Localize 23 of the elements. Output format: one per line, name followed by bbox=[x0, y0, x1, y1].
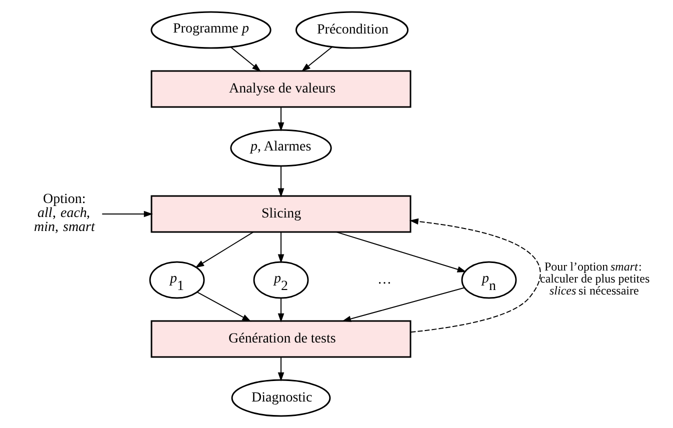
arrow bbox=[102, 210, 153, 218]
arrow bbox=[278, 356, 284, 382]
arrow bbox=[230, 46, 262, 72]
node-ellipse: Précondition bbox=[295, 11, 409, 49]
arrow bbox=[278, 106, 284, 132]
arrow bbox=[336, 232, 466, 272]
node-box: Analyse de valeurs bbox=[150, 70, 412, 108]
node-box: Slicing bbox=[150, 195, 412, 233]
node-text: Option: all, each, min, smart bbox=[34, 192, 95, 236]
node-ellipse: Programme p bbox=[150, 11, 272, 49]
arrow bbox=[278, 166, 284, 198]
node-ellipse: Diagnostic bbox=[231, 379, 331, 417]
node-ellipse: p, Alarmes bbox=[230, 129, 332, 167]
node-box: Génération de tests bbox=[150, 320, 412, 358]
arrow bbox=[195, 232, 254, 268]
arrow bbox=[278, 232, 284, 264]
label: … bbox=[378, 272, 392, 288]
arrow bbox=[197, 292, 252, 322]
arrow bbox=[409, 218, 541, 333]
edge-label: Pour l’option smart: calculer de plus petites slices si nécessaire bbox=[540, 260, 650, 298]
arrow bbox=[301, 46, 333, 72]
arrow bbox=[278, 298, 284, 322]
arrow bbox=[342, 287, 465, 322]
